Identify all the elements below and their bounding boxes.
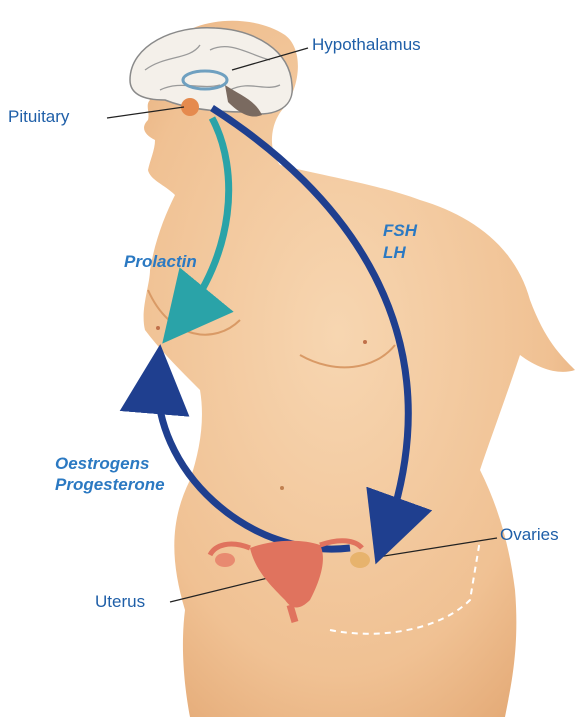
nipple-left	[156, 326, 160, 330]
lh-label: LH	[383, 244, 406, 261]
oestrogens-label: Oestrogens	[55, 455, 149, 472]
prolactin-label: Prolactin	[124, 253, 197, 270]
navel	[280, 486, 284, 490]
ovaries-label: Ovaries	[500, 526, 559, 543]
nipple-right	[363, 340, 367, 344]
hypothalamus-label: Hypothalamus	[312, 36, 421, 53]
body-silhouette	[144, 21, 575, 717]
ovary-right	[350, 552, 370, 568]
uterus-label: Uterus	[95, 593, 145, 610]
fsh-label: FSH	[383, 222, 417, 239]
progesterone-label: Progesterone	[55, 476, 165, 493]
pituitary-label: Pituitary	[8, 108, 69, 125]
